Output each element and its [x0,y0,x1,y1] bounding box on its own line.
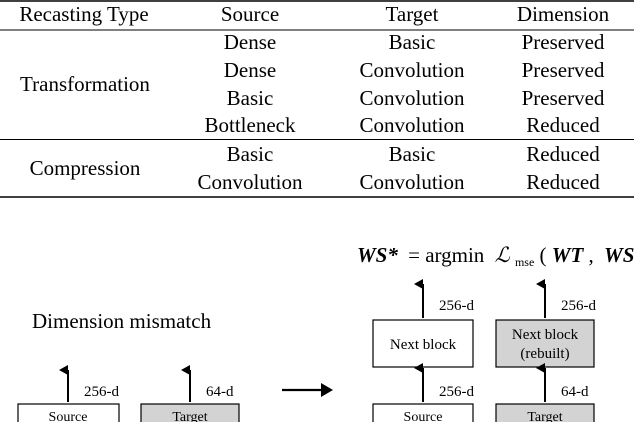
next-block [372,319,474,368]
cell-source: Basic [227,142,274,166]
cell-target: Convolution [359,86,465,110]
dimension-mismatch-label: Dimension mismatch [32,309,212,333]
source-block [17,403,120,427]
target-block [140,403,240,427]
next-block-rebuilt-label-line2: (rebuilt) [520,346,569,362]
target-block-right-label: Target [527,410,562,422]
cell-source: Bottleneck [205,113,296,137]
cell-target: Convolution [359,58,465,82]
equation-argmin: = argmin [408,243,485,267]
cell-source: Convolution [197,170,303,194]
weights-target: WT [552,243,585,267]
cell-dimension: Preserved [522,30,605,54]
cell-source: Dense [224,58,276,82]
weights-source: WS [604,243,634,267]
transition-arrowhead [321,383,333,397]
target-output-dim: 64-d [206,384,234,400]
target-block-label: Target [172,410,207,422]
source-block-right [372,403,474,427]
group-type-compression: Compression [30,156,141,180]
cell-source: Basic [227,86,274,110]
header-dimension: Dimension [517,2,610,26]
cell-dimension: Preserved [522,58,605,82]
loss-subscript: mse [515,255,534,269]
target-output-dim-right: 64-d [561,384,589,400]
cell-target: Convolution [359,113,465,137]
source-block-label: Source [49,410,88,422]
header-target: Target [386,2,439,26]
next-block-rebuilt [495,319,595,368]
cell-dimension: Reduced [526,170,600,194]
loss-equation: WS* = argmin ℒ mse ( WT , WS ) [357,243,634,271]
next-block-output-dim: 256-d [439,298,474,314]
ws-star: WS* [357,243,398,267]
source-output-dim-right: 256-d [439,384,474,400]
paren-open: ( [540,243,547,267]
header-recasting-type: Recasting Type [19,2,148,26]
next-block-label: Next block [390,337,457,353]
equation-comma: , [589,243,594,267]
target-block-right [495,403,595,427]
rebuilt-block-output-dim: 256-d [561,298,596,314]
source-block-right-label: Source [404,410,443,422]
cell-dimension: Reduced [526,142,600,166]
header-source: Source [221,2,279,26]
cell-dimension: Reduced [526,113,600,137]
next-block-rebuilt-label-line1: Next block [512,327,579,343]
loss-symbol: ℒ [495,243,511,267]
cell-dimension: Preserved [522,86,605,110]
cell-source: Dense [224,30,276,54]
recasting-table: Recasting Type Source Target Dimension T… [0,0,634,198]
source-output-dim: 256-d [84,384,119,400]
cell-target: Convolution [359,170,465,194]
cell-target: Basic [389,30,436,54]
cell-target: Basic [389,142,436,166]
group-type-transformation: Transformation [20,72,150,96]
